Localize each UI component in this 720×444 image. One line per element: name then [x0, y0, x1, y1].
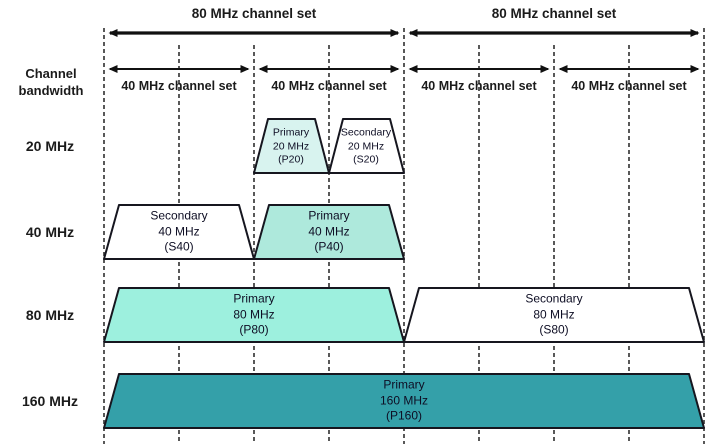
block-label-line: 80 MHz — [533, 307, 575, 322]
axis-title-line1: Channel — [25, 66, 77, 81]
block-label-line: (P160) — [385, 408, 423, 423]
block-s40-label: Secondary 40 MHz (S40) — [150, 209, 207, 256]
axis-title: Channel bandwidth — [19, 65, 84, 99]
block-label-line: 40 MHz — [308, 224, 350, 239]
block-label-line: Secondary — [525, 291, 583, 306]
channel-set-40-label-1: 40 MHz channel set — [121, 79, 237, 93]
block-label-line: (S20) — [353, 153, 379, 166]
channel-set-80-label-1: 80 MHz channel set — [191, 6, 317, 21]
block-label-line: Primary — [383, 377, 425, 392]
block-label-line: 80 MHz — [233, 307, 275, 322]
axis-title-line2: bandwidth — [18, 83, 84, 98]
block-label-line: (S40) — [164, 239, 194, 254]
block-label-line: Primary — [233, 291, 275, 306]
block-p20-label: Primary 20 MHz (P20) — [273, 127, 309, 168]
block-s40 — [103, 204, 255, 260]
block-label-line: Primary — [308, 208, 350, 223]
block-label-line: (P80) — [239, 322, 269, 337]
block-p40-label: Primary 40 MHz (P40) — [308, 209, 349, 256]
block-label-line: Secondary — [340, 126, 392, 139]
channel-set-40-label-2: 40 MHz channel set — [271, 79, 387, 93]
block-s20 — [328, 118, 405, 174]
block-p80-label: Primary 80 MHz (P80) — [233, 292, 274, 339]
block-s80-label: Secondary 80 MHz (S80) — [525, 292, 582, 339]
block-p160 — [103, 373, 705, 429]
block-label-line: (S80) — [539, 322, 569, 337]
block-label-line: 20 MHz — [272, 140, 310, 153]
row-label-80mhz: 80 MHz — [25, 307, 75, 323]
channel-set-40-label-3: 40 MHz channel set — [421, 79, 537, 93]
block-label-line: 20 MHz — [347, 140, 385, 153]
block-p40 — [253, 204, 405, 260]
channel-blocks — [103, 118, 705, 429]
channel-set-80-label-2: 80 MHz channel set — [491, 6, 617, 21]
block-label-line: 40 MHz — [158, 224, 200, 239]
block-label-line: (P20) — [278, 153, 304, 166]
block-label-line: (P40) — [314, 239, 344, 254]
block-s80 — [403, 287, 705, 343]
block-p20 — [253, 118, 330, 174]
block-label-line: Primary — [272, 126, 310, 139]
block-p160-label: Primary 160 MHz (P160) — [380, 378, 428, 425]
block-label-line: Secondary — [150, 208, 208, 223]
row-label-160mhz: 160 MHz — [21, 393, 79, 409]
block-label-line: 160 MHz — [379, 393, 429, 408]
row-label-20mhz: 20 MHz — [25, 138, 75, 154]
row-label-40mhz: 40 MHz — [25, 224, 75, 240]
block-s20-label: Secondary 20 MHz (S20) — [341, 127, 391, 168]
channel-set-40-label-4: 40 MHz channel set — [571, 79, 687, 93]
block-p80 — [103, 287, 405, 343]
